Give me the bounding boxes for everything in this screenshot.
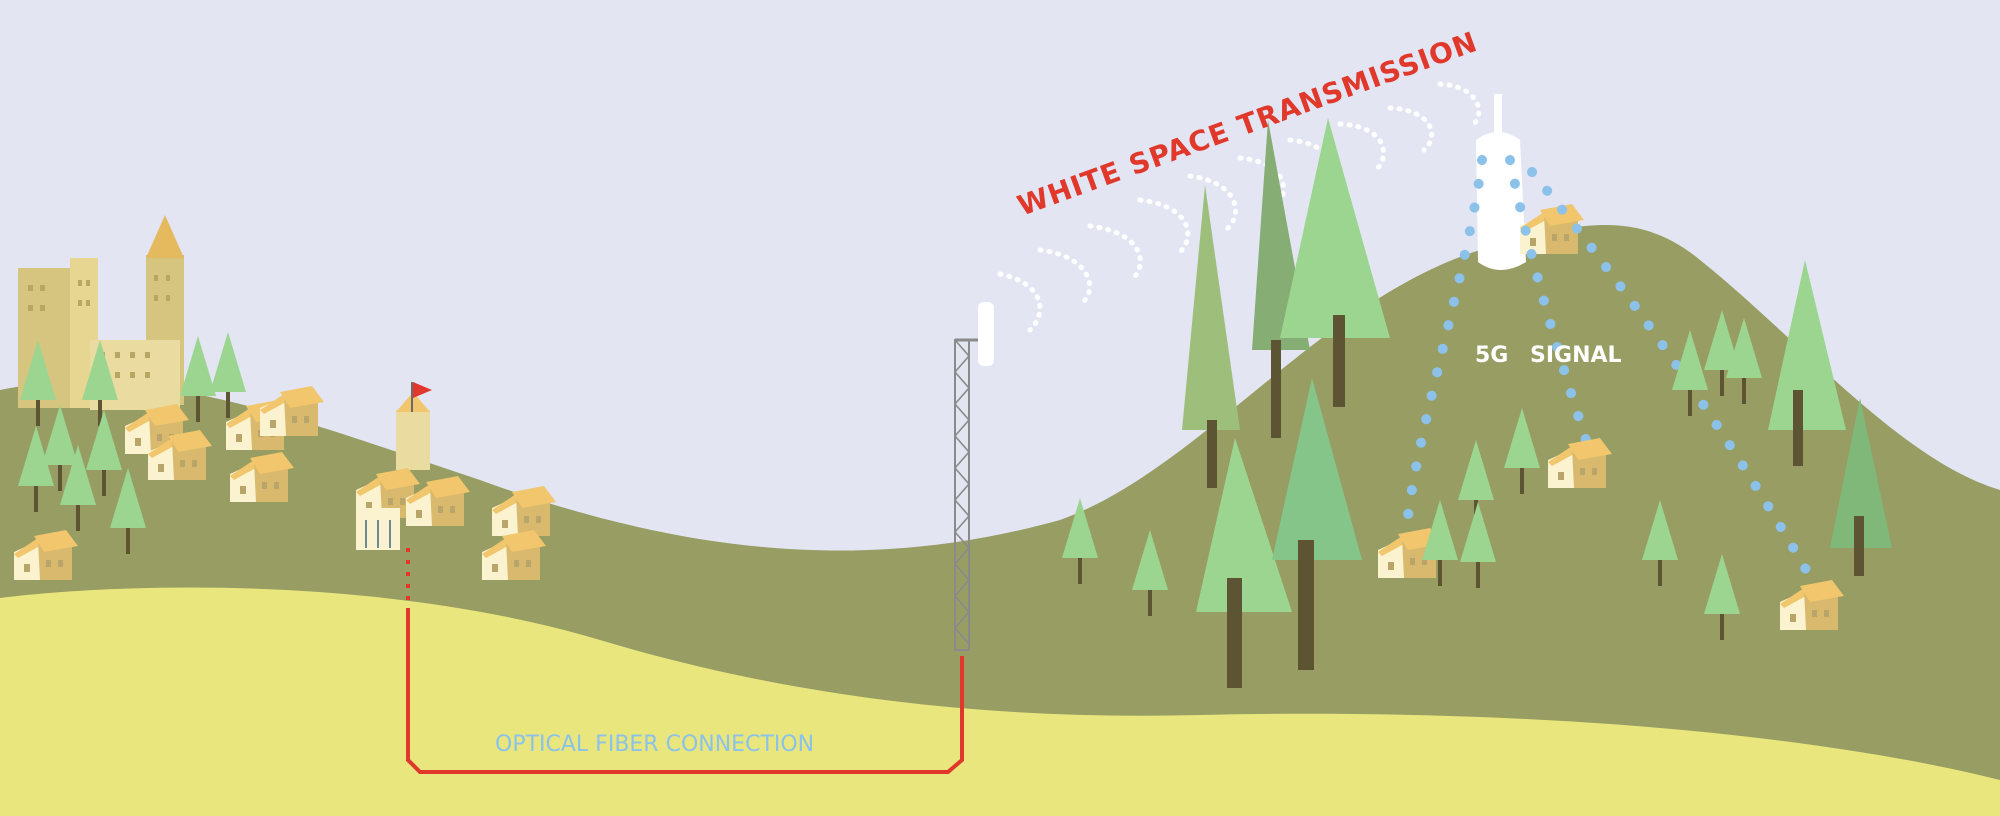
lattice-tower-icon xyxy=(953,302,994,651)
signal-label: SIGNAL xyxy=(1530,343,1622,368)
hill-right xyxy=(1378,260,1892,640)
city-buildings-icon xyxy=(14,215,324,580)
optical-fiber-line xyxy=(406,548,964,774)
forest-center xyxy=(1062,118,1390,688)
optical-fiber-label: OPTICAL FIBER CONNECTION xyxy=(495,732,814,757)
village-houses-icon xyxy=(356,382,556,580)
base-station-icon xyxy=(1476,94,1584,270)
red-flag-icon xyxy=(413,382,432,398)
5g-signal-dots xyxy=(1403,155,1817,585)
5g-label: 5G xyxy=(1475,343,1508,368)
field xyxy=(0,587,2000,816)
